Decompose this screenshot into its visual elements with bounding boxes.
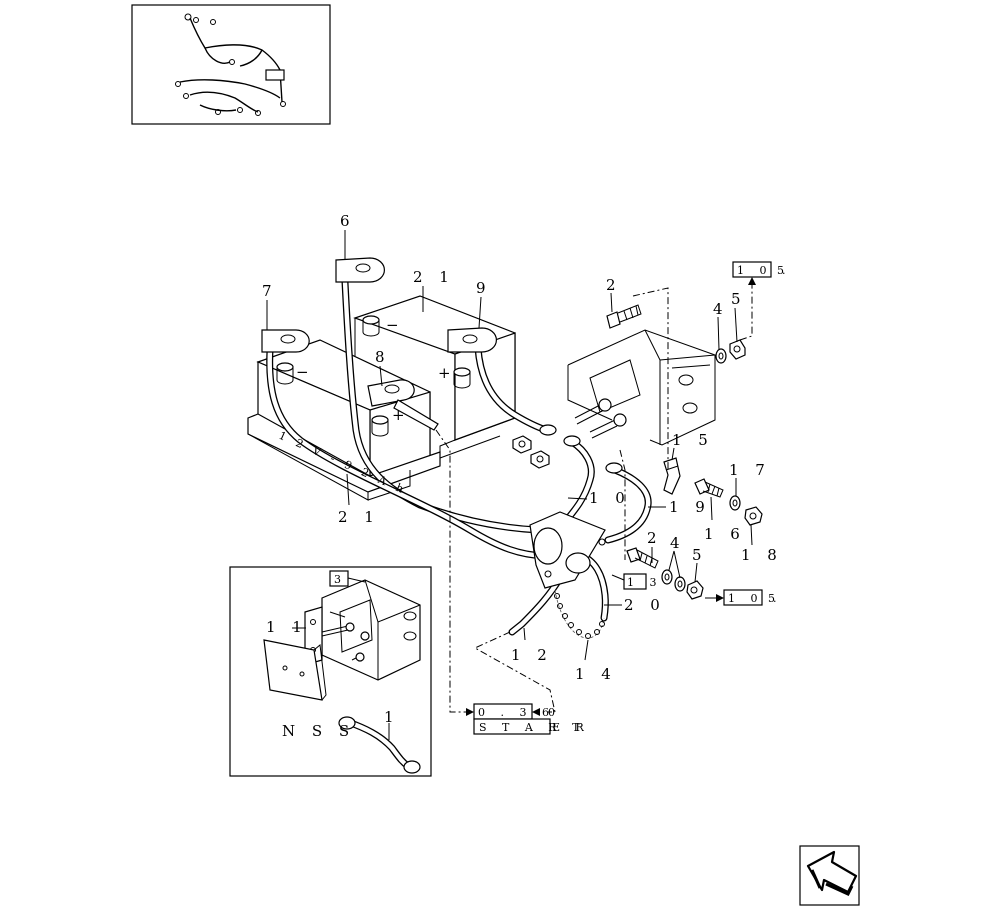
minus-sign-rear: − — [386, 316, 405, 334]
bolt-2-top[interactable] — [606, 304, 642, 329]
callout-14: 1 4 — [575, 665, 617, 683]
svg-text:0: 0 — [548, 706, 561, 719]
callout-7: 7 — [262, 282, 278, 300]
callout-9: 9 — [476, 279, 492, 297]
callout-21-bottom: 2 1 — [338, 508, 380, 526]
terminal-lug-8[interactable] — [367, 379, 439, 431]
callout-16: 1 6 — [704, 525, 746, 543]
washer-4-lower[interactable] — [661, 569, 673, 585]
wiring-harness-thumbnail[interactable] — [131, 4, 331, 125]
svg-text:E R: E R — [552, 721, 590, 734]
plus-sign-rear: + — [438, 364, 457, 382]
callout-2-top: 2 — [606, 276, 622, 294]
svg-text:S T A R T: S T A R T — [479, 721, 585, 734]
svg-text:0 . 3 6: 0 . 3 6 — [478, 706, 555, 719]
callout-4-top: 4 — [713, 300, 729, 318]
callout-21-top: 2 1 — [413, 268, 455, 286]
terminal-lug-9[interactable] — [447, 327, 497, 353]
callout-15: 1 5 — [672, 431, 714, 449]
back-button[interactable] — [799, 845, 860, 906]
callout-17: 1 7 — [729, 461, 771, 479]
callout-1: 1 — [384, 708, 400, 726]
bracket-studs — [574, 398, 627, 439]
callout-20: 2 0 — [624, 596, 666, 614]
ref-box-right[interactable]: 1 0 . 5 — [723, 589, 783, 606]
callout-6: 6 — [340, 212, 356, 230]
svg-text:1 3: 1 3 — [627, 576, 663, 589]
svg-text:5: 5 — [768, 592, 781, 605]
minus-sign-front: − — [296, 363, 315, 381]
callout-nss: N S S — [282, 722, 355, 740]
terminal-lug-6[interactable] — [335, 257, 385, 283]
battery-nut-b[interactable] — [530, 450, 550, 469]
battery-nut-a[interactable] — [512, 435, 532, 454]
svg-text:1 0 .: 1 0 . — [728, 592, 783, 605]
callout-10: 1 0 — [589, 489, 631, 507]
ring-terminal-10 — [563, 435, 581, 447]
inset-detail-box[interactable] — [229, 566, 432, 777]
callout-labels: 6 2 1 7 9 8 2 4 5 1 5 1 7 1 0 1 9 1 6 1 … — [262, 212, 783, 740]
mounting-bracket[interactable] — [567, 329, 716, 446]
callout-13-box: 1 3 — [623, 573, 663, 590]
ref-box-top[interactable]: 1 0 . 5 — [732, 261, 792, 278]
washer-4-top[interactable] — [715, 348, 727, 364]
callout-2-lower: 2 — [647, 529, 663, 547]
leader-lines — [266, 230, 756, 716]
plus-sign-front: + — [392, 406, 411, 424]
callout-8: 8 — [375, 348, 391, 366]
nut-5-top[interactable] — [729, 339, 746, 360]
nut-18[interactable] — [744, 506, 763, 526]
callout-18: 1 8 — [741, 546, 783, 564]
nut-5-lower[interactable] — [686, 580, 704, 600]
bolt-16[interactable] — [694, 478, 724, 498]
callout-5-lower: 5 — [692, 546, 708, 564]
clip-15[interactable] — [663, 457, 681, 495]
battery-cables[interactable] — [266, 278, 652, 636]
junction-block[interactable] — [529, 511, 606, 589]
callout-12: 1 2 — [511, 646, 553, 664]
washer-17[interactable] — [729, 495, 741, 511]
callout-5-top: 5 — [731, 290, 747, 308]
svg-text:5: 5 — [777, 264, 790, 277]
washer-4-lower-b[interactable] — [674, 576, 686, 592]
callout-19: 1 9 — [669, 498, 711, 516]
svg-text:3: 3 — [334, 573, 347, 586]
callout-3-box: 3 — [329, 570, 366, 587]
callout-4-lower: 4 — [670, 534, 686, 552]
battery-front[interactable] — [256, 339, 431, 484]
callout-11: 1 1 — [266, 618, 308, 636]
ref-box-starter[interactable]: 0 . 3 6 0 S T A R T E R — [473, 703, 590, 735]
terminal-lug-7[interactable] — [261, 329, 310, 353]
battery-tray[interactable] — [247, 413, 441, 501]
back-arrow-icon — [806, 850, 858, 896]
chain-14[interactable] — [554, 589, 605, 639]
svg-text:1 0 .: 1 0 . — [737, 264, 792, 277]
bolt-2-lower[interactable] — [626, 547, 659, 569]
ring-terminal-9 — [539, 424, 557, 436]
ring-terminal-19 — [605, 462, 623, 474]
